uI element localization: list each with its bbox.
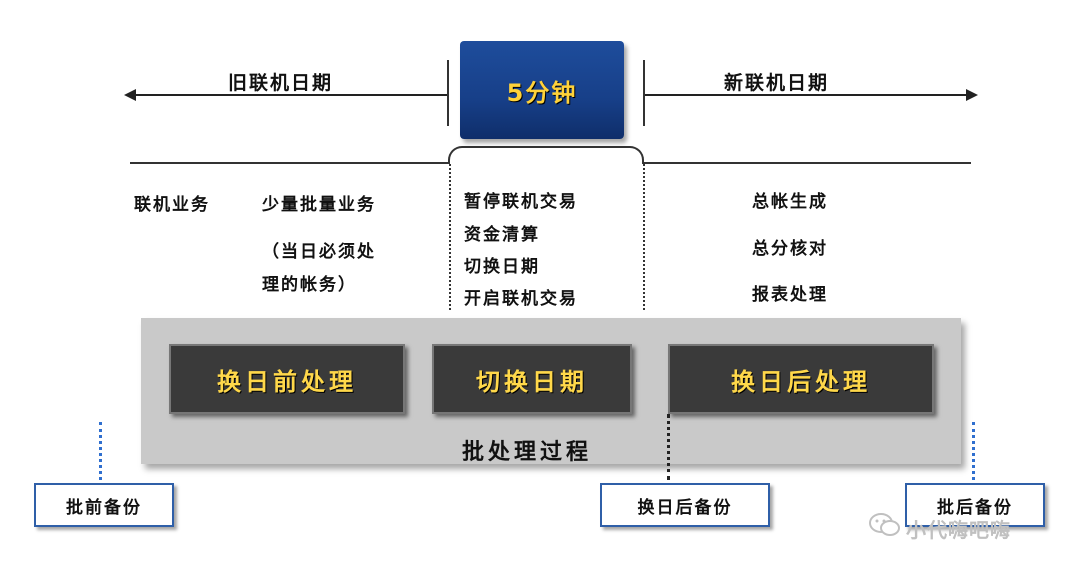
- old-date-label: 旧联机日期: [228, 72, 334, 94]
- right-arrow-head: [966, 89, 978, 101]
- divider-bump: [448, 146, 644, 164]
- right-item-1: 总帐生成: [752, 192, 828, 212]
- batch-business-label: 少量批量业务: [262, 195, 376, 215]
- after-backup-dotted: [972, 422, 975, 480]
- five-minute-box: 5分钟: [460, 41, 624, 139]
- step-post-switch: 换日后处理: [668, 344, 934, 414]
- batch-process-title: 批处理过程: [462, 440, 593, 465]
- timeline-left-line: [134, 94, 448, 96]
- middle-item-4: 开启联机交易: [464, 289, 578, 309]
- left-arrow-head: [124, 89, 136, 101]
- before-backup-label: 批前备份: [66, 497, 142, 518]
- watermark-text: 小代嗨吧嗨: [906, 518, 1011, 542]
- wechat-icon: [868, 512, 902, 538]
- middle-item-1: 暂停联机交易: [464, 192, 578, 212]
- new-date-label: 新联机日期: [724, 72, 830, 94]
- middle-item-3: 切换日期: [464, 257, 540, 277]
- before-backup-box: 批前备份: [34, 483, 174, 527]
- timeline-right-line: [645, 94, 967, 96]
- window-right-bar: [643, 60, 645, 126]
- step-pre-switch: 换日前处理: [169, 344, 405, 414]
- right-item-3: 报表处理: [752, 285, 828, 305]
- divider-left: [130, 162, 450, 164]
- after-switch-backup-label: 换日后备份: [637, 497, 733, 518]
- middle-right-dotted: [643, 164, 645, 310]
- right-item-2: 总分核对: [752, 239, 828, 259]
- divider-right: [643, 162, 971, 164]
- before-backup-dotted: [99, 422, 102, 480]
- step-switch-date: 切换日期: [432, 344, 632, 414]
- after-backup-label: 批后备份: [937, 497, 1013, 518]
- online-business-label: 联机业务: [134, 195, 210, 215]
- middle-left-dotted: [449, 164, 451, 310]
- after-switch-backup-box: 换日后备份: [600, 483, 770, 527]
- middle-item-2: 资金清算: [464, 225, 540, 245]
- note-line-1: （当日必须处: [262, 242, 376, 262]
- after-switch-backup-dotted: [667, 414, 670, 480]
- note-line-2: 理的帐务）: [262, 275, 357, 295]
- after-backup-box: 批后备份: [905, 483, 1045, 527]
- window-left-bar: [447, 60, 449, 126]
- step-pre-switch-label: 换日前处理: [217, 367, 357, 396]
- step-switch-date-label: 切换日期: [476, 367, 588, 396]
- five-minute-label: 5分钟: [506, 78, 578, 107]
- step-post-switch-label: 换日后处理: [731, 367, 871, 396]
